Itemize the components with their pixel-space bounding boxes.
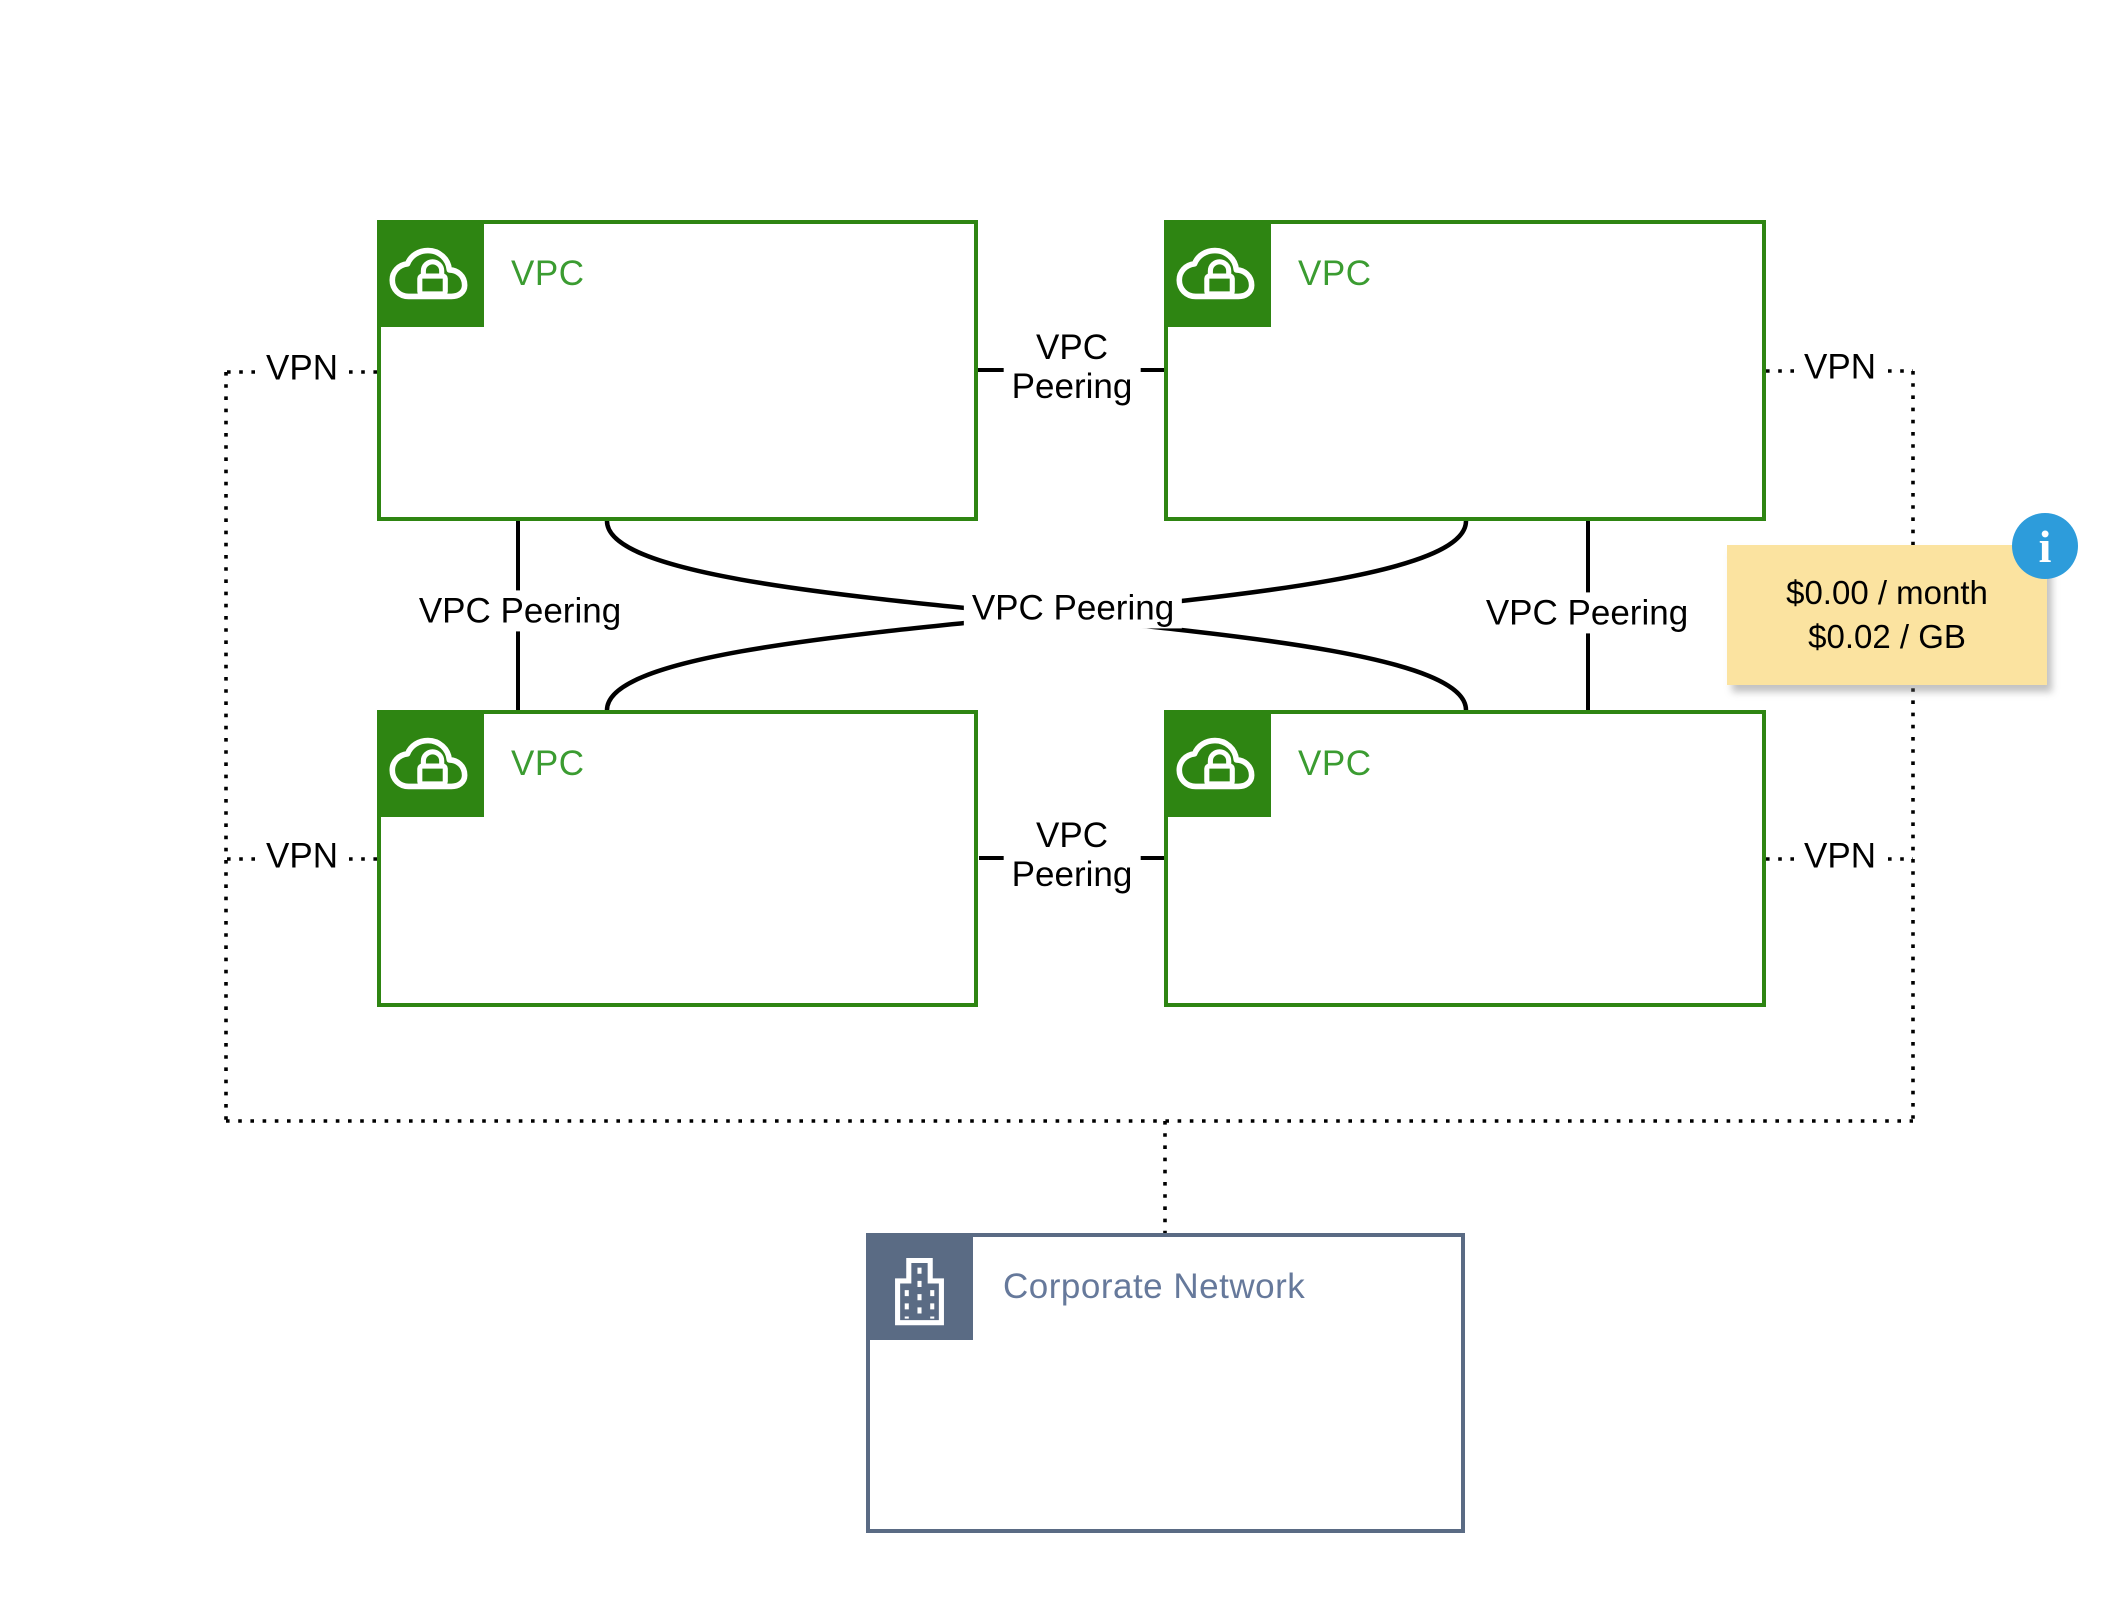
vpc-box-bottom-left[interactable]: VPC — [377, 710, 978, 1007]
vpn-label-top-left: VPN — [258, 347, 346, 389]
vpc-label: VPC — [1298, 743, 1372, 783]
vpc-box-bottom-right[interactable]: VPC — [1164, 710, 1766, 1007]
vpn-label-bottom-right: VPN — [1796, 835, 1884, 877]
info-button[interactable]: i — [2012, 513, 2078, 579]
vpc-peering-label-top: VPC Peering — [1003, 326, 1141, 408]
vpc-peering-label-left: VPC Peering — [410, 590, 630, 632]
vpc-label: VPC — [511, 253, 585, 293]
cloud-lock-icon — [1176, 737, 1255, 790]
corporate-network-box[interactable]: Corporate Network — [866, 1233, 1465, 1533]
vpc-cloud-lock-icon — [1164, 710, 1271, 817]
pricing-note[interactable]: $0.00 / month $0.02 / GB — [1727, 545, 2047, 685]
vpc-cloud-lock-icon — [1164, 220, 1271, 327]
pricing-per-gb: $0.02 / GB — [1808, 618, 1966, 655]
cloud-lock-icon — [1176, 247, 1255, 300]
vpc-cloud-lock-icon — [377, 710, 484, 817]
vpc-peering-label-right: VPC Peering — [1477, 592, 1697, 634]
vpc-label: VPC — [1298, 253, 1372, 293]
vpc-box-top-right[interactable]: VPC — [1164, 220, 1766, 521]
vpc-box-top-left[interactable]: VPC — [377, 220, 978, 521]
building-icon — [895, 1257, 944, 1326]
vpc-label: VPC — [511, 743, 585, 783]
vpc-cloud-lock-icon — [377, 220, 484, 327]
vpn-label-bottom-left: VPN — [258, 835, 346, 877]
info-icon: i — [2038, 520, 2052, 572]
cloud-lock-icon — [389, 247, 468, 300]
pricing-monthly: $0.00 / month — [1786, 574, 1988, 612]
vpn-label-top-right: VPN — [1796, 346, 1884, 388]
vpc-peering-label-bottom: VPC Peering — [1003, 814, 1141, 896]
vpc-peering-label-center: VPC Peering — [963, 587, 1183, 629]
building-icon-tile — [866, 1233, 973, 1340]
cloud-lock-icon — [389, 737, 468, 790]
corporate-network-label: Corporate Network — [1003, 1266, 1306, 1306]
